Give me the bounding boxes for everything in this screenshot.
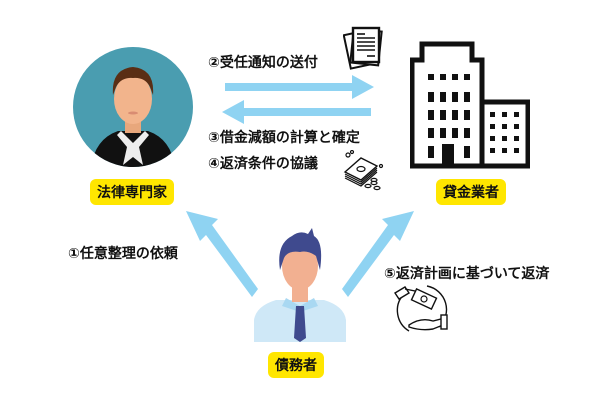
lender-tag: 貸金業者 [436, 179, 506, 205]
hand-payment-icon [391, 283, 451, 337]
step-1-label: ①任意整理の依頼 [68, 246, 178, 262]
debtor-figure [252, 226, 348, 342]
step-4-label: ④返済条件の協議 [208, 156, 318, 172]
arrow-up-left [180, 205, 260, 301]
arrow-up-right [340, 205, 420, 301]
legal-expert-avatar [73, 47, 193, 167]
step-2-label: ②受任通知の送付 [208, 55, 318, 71]
legal-expert-tag: 法律専門家 [90, 179, 174, 205]
building-icon [410, 40, 530, 170]
arrow-left [218, 99, 374, 125]
debtor-tag: 債務者 [268, 352, 324, 378]
lawyer-icon [73, 47, 193, 167]
step-5-label: ⑤返済計画に基づいて返済 [384, 266, 550, 282]
document-stack-icon [343, 24, 389, 70]
arrow-right [222, 74, 378, 100]
debtor-icon [254, 228, 346, 342]
money-stack-icon [343, 150, 389, 192]
step-3-label: ③借金減額の計算と確定 [208, 130, 360, 146]
